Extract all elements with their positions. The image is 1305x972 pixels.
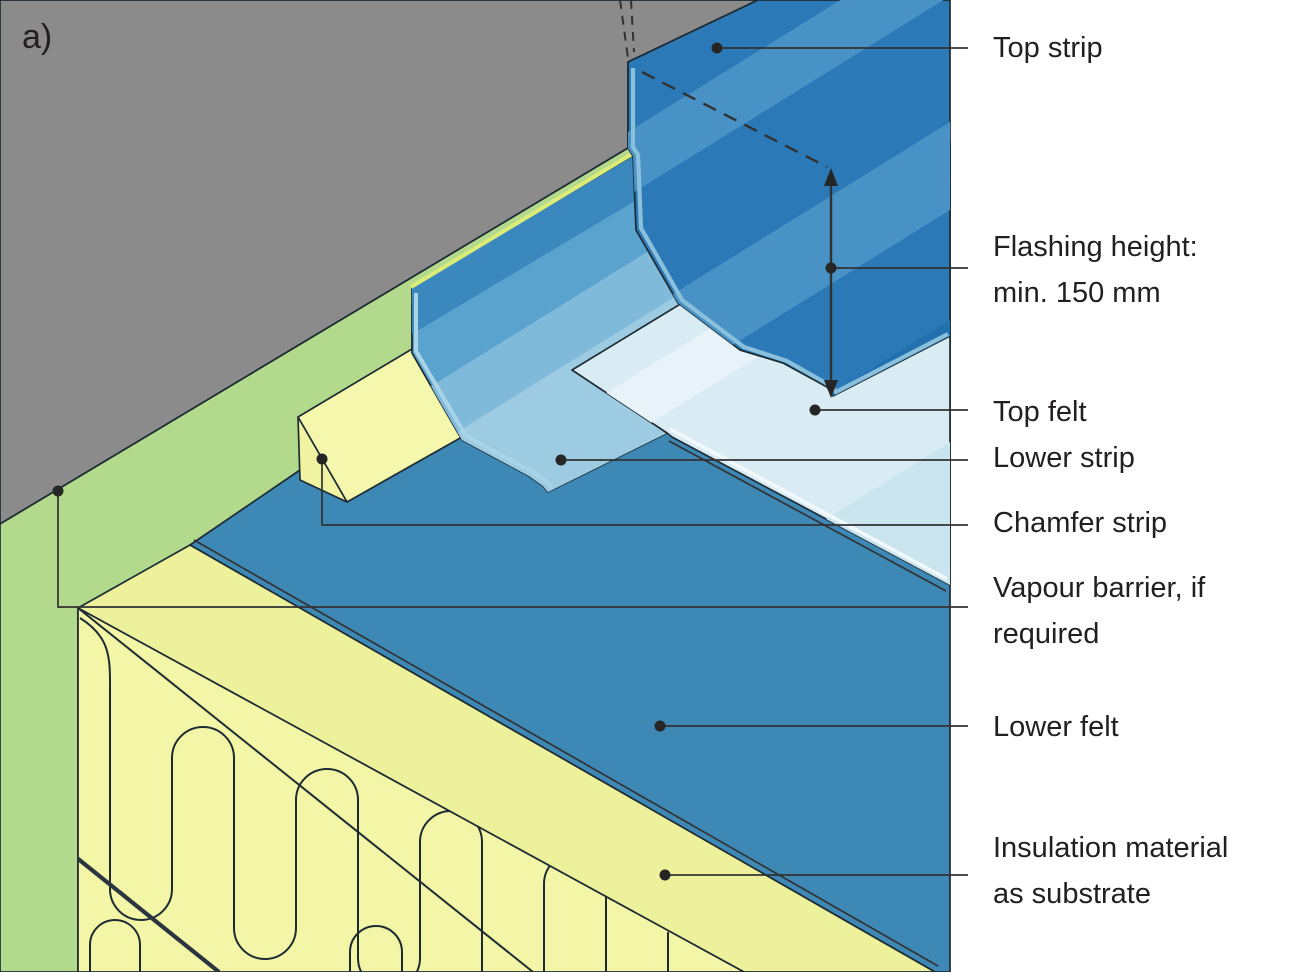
label-insulation-line1: Insulation material	[993, 832, 1229, 864]
flashing-top-dashed-line	[641, 70, 828, 169]
leader-chamfer-strip	[321, 459, 968, 526]
insulation-board-joint-thick	[78, 856, 221, 972]
leader-dot-top-strip	[711, 42, 723, 54]
label-flashing-height-line1: Flashing height:	[993, 231, 1198, 263]
insulation-board-joint-thin	[78, 608, 534, 972]
label-top-strip-line1: Top strip	[993, 32, 1103, 64]
leader-dot-flashing-height	[825, 262, 837, 274]
label-lower-strip: Lower strip	[993, 435, 1135, 481]
label-insulation: Insulation material as substrate	[993, 825, 1228, 917]
hidden-edge-dashed-right	[630, 0, 635, 53]
top-felt-edge-line	[668, 440, 947, 592]
label-top-felt-line1: Top felt	[993, 396, 1087, 428]
lower-felt-edge-line	[193, 539, 939, 967]
label-chamfer-strip-line1: Chamfer strip	[993, 507, 1168, 539]
label-top-felt: Top felt	[993, 389, 1087, 435]
leader-dot-vapour-barrier	[52, 485, 64, 497]
top-felt-edge-sliver	[669, 427, 948, 581]
label-insulation-line2: as substrate	[993, 878, 1151, 910]
arrowhead-up	[824, 168, 838, 186]
leader-dot-lower-strip	[555, 454, 567, 466]
label-vapour-barrier-line2: required	[993, 618, 1100, 650]
lower-strip-shade-band	[412, 146, 650, 334]
leader-dot-top-felt	[809, 404, 821, 416]
arrowhead-down	[824, 380, 838, 398]
leader-dot-chamfer-strip	[316, 453, 328, 465]
lower-strip-edge-highlight	[414, 293, 554, 490]
label-chamfer-strip: Chamfer strip	[993, 500, 1167, 546]
top-strip-light-band-1	[628, 0, 950, 196]
figure-label: a)	[22, 18, 53, 56]
label-lower-felt-line1: Lower felt	[993, 711, 1119, 743]
label-lower-felt: Lower felt	[993, 704, 1119, 750]
label-vapour-barrier: Vapour barrier, if required	[993, 565, 1205, 657]
leader-dot-insulation	[659, 869, 671, 881]
label-flashing-height: Flashing height: min. 150 mm	[993, 224, 1198, 316]
flashing-height-arrow	[824, 168, 838, 398]
label-top-strip: Top strip	[993, 25, 1103, 71]
callout-leaders	[52, 42, 968, 881]
label-lower-strip-line1: Lower strip	[993, 442, 1135, 474]
hidden-edge-dashed-left	[619, 0, 629, 59]
label-vapour-barrier-line1: Vapour barrier, if	[993, 572, 1206, 604]
label-flashing-height-line2: min. 150 mm	[993, 277, 1161, 309]
leader-vapour-barrier	[57, 493, 968, 608]
leader-dot-lower-felt	[654, 720, 666, 732]
vapour-barrier-top-edge-highlight	[409, 152, 634, 289]
insulation-front-face	[77, 607, 745, 972]
